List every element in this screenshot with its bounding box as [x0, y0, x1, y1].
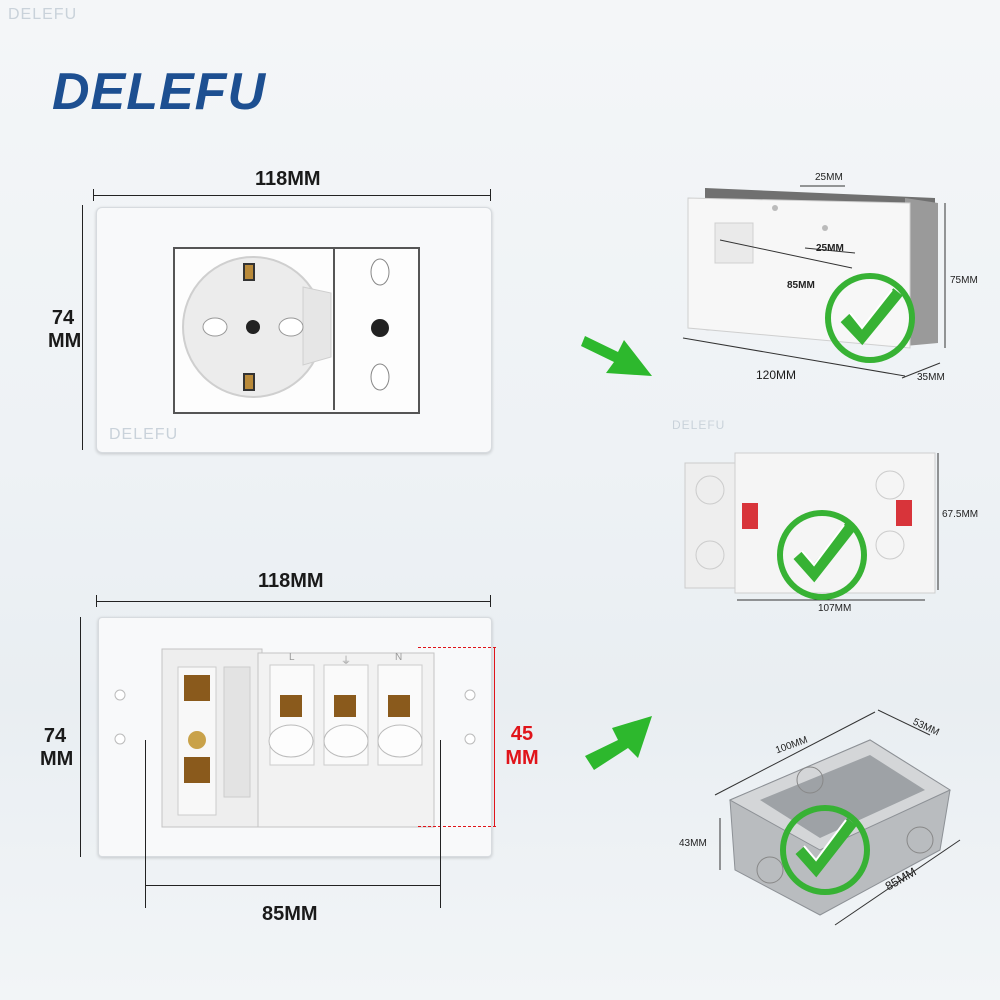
bottom-socket-mechanism — [114, 648, 476, 828]
box1-top-slot: 25MM — [815, 172, 843, 183]
terminal-label-n: N — [395, 652, 403, 663]
bottom-width-label: 118MM — [258, 570, 324, 592]
check-icon — [777, 510, 867, 600]
box1-depth: 35MM — [917, 372, 945, 383]
terminal-label-earth: ⏚ — [341, 656, 351, 667]
check-icon — [825, 273, 915, 363]
inner-height-line — [494, 647, 495, 827]
brand-logo: DELEFU — [52, 63, 266, 121]
check-icon — [780, 805, 870, 895]
top-width-label: 118MM — [255, 168, 321, 190]
top-socket-outlets — [182, 256, 390, 398]
box1-width: 120MM — [756, 368, 797, 382]
box2-height: 67.5MM — [942, 509, 979, 520]
box1-inner-slot: 25MM — [816, 243, 844, 254]
box3-height: 43MM — [679, 838, 707, 849]
inner-width-label: 85MM — [262, 903, 318, 925]
arrow-icon — [581, 336, 652, 376]
box1-drawing — [682, 185, 946, 379]
top-width-line — [93, 195, 491, 196]
box1-height: 75MM — [950, 275, 978, 286]
watermark: DELEFU — [8, 6, 78, 23]
box1-inner-width: 85MM — [787, 280, 815, 291]
bottom-height-line — [80, 617, 81, 857]
box3-drawing — [714, 709, 961, 926]
inner-width-line — [145, 885, 441, 886]
arrow-icon — [585, 716, 652, 770]
box2-drawing — [684, 452, 939, 601]
top-height-line — [82, 205, 83, 450]
box2-width: 107MM — [818, 603, 852, 614]
terminal-label-l: L — [289, 652, 295, 663]
bottom-width-line — [96, 601, 491, 602]
